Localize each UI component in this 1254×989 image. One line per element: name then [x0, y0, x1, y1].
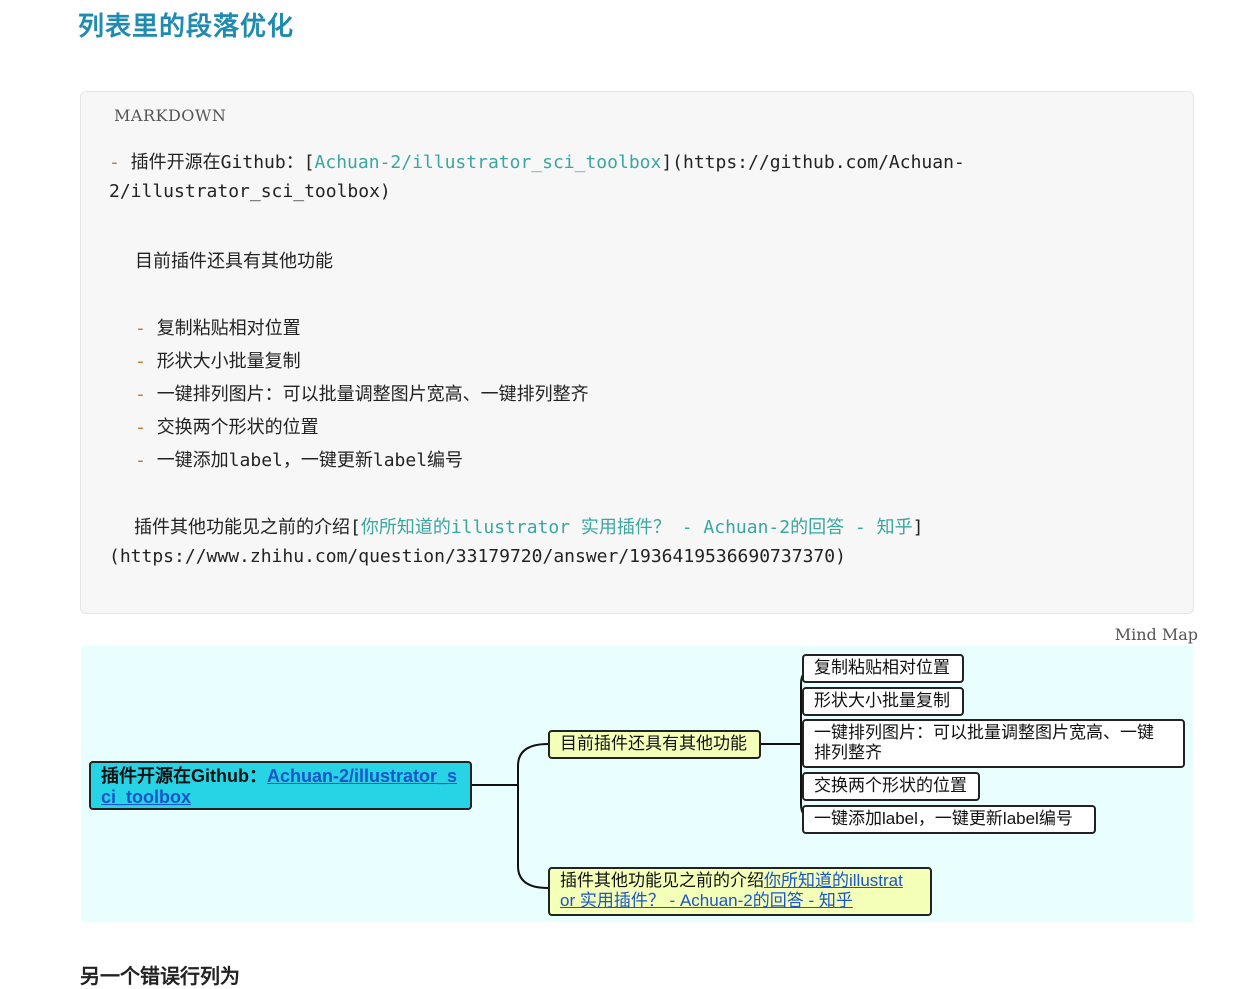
list-item-text: 形状大小批量复制	[156, 351, 301, 372]
list-item-text: 交换两个形状的位置	[156, 417, 319, 438]
mindmap-leaf[interactable]: 形状大小批量复制	[802, 687, 964, 716]
mindmap-branch-features[interactable]: 目前插件还具有其他功能	[548, 730, 761, 759]
leaf-line-1: 一键排列图片：可以批量调整图片宽高、一键	[814, 723, 1154, 742]
next-section-heading: 另一个错误行列为	[80, 964, 240, 988]
branch2-link-line-2: or 实用插件？ - Achuan-2的回答 - 知乎	[560, 891, 853, 910]
code-para-1: 目前插件还具有其他功能	[135, 251, 333, 272]
branch2-link-line-1: 你所知道的illustrat	[764, 871, 903, 890]
mindmap-leaf[interactable]: 复制粘贴相对位置	[802, 654, 964, 683]
code-list-item: - 一键排列图片：可以批量调整图片宽高、一键排列整齐	[135, 380, 589, 406]
branch2-prefix: 插件其他功能见之前的介绍	[560, 871, 764, 890]
root-link-line-1: Achuan-2/illustrator_s	[266, 766, 458, 786]
code-list-item: - 交换两个形状的位置	[135, 413, 319, 439]
code-line-1: - 插件开源在Github：[Achuan-2/illustrator_sci_…	[109, 148, 965, 174]
mindmap-label: Mind Map	[1114, 625, 1198, 644]
page-title: 列表里的段落优化	[78, 12, 295, 42]
code-list-item: - 复制粘贴相对位置	[135, 314, 301, 340]
list-dash: -	[135, 450, 146, 471]
line1-link-text: Achuan-2/illustrator_sci_toolbox	[314, 152, 662, 173]
mindmap-root-node[interactable]: 插件开源在Github：Achuan-2/illustrator_s ci_too…	[89, 761, 472, 810]
line1-prefix: 插件开源在Github：[	[119, 152, 315, 173]
code-block[interactable]: MARKDOWN - 插件开源在Github：[Achuan-2/illustr…	[80, 91, 1194, 614]
list-item-text: 复制粘贴相对位置	[156, 318, 301, 339]
code-line-2: 2/illustrator_sci_toolbox)	[109, 181, 391, 202]
leaf-line-2: 排列整齐	[814, 743, 882, 762]
list-dash: -	[135, 417, 146, 438]
list-item-text: 一键添加label，一键更新label编号	[156, 450, 464, 471]
root-prefix: 插件开源在Github：	[101, 766, 267, 786]
code-para-2-url: (https://www.zhihu.com/question/33179720…	[109, 546, 846, 567]
root-link-line-2: ci_toolbox	[101, 787, 192, 807]
list-dash: -	[135, 351, 146, 372]
code-list-item: - 一键添加label，一键更新label编号	[135, 446, 463, 472]
mindmap[interactable]: 插件开源在Github：Achuan-2/illustrator_s ci_too…	[81, 646, 1193, 922]
root-link[interactable]: Achuan-2/illustrator_s ci_toolbox	[101, 766, 457, 807]
code-language-label: MARKDOWN	[114, 106, 227, 125]
list-dash: -	[135, 384, 146, 405]
list-dash: -	[135, 318, 146, 339]
code-para-2: 插件其他功能见之前的介绍[你所知道的illustrator 实用插件？ - Ac…	[134, 513, 923, 539]
mindmap-leaf[interactable]: 一键排列图片：可以批量调整图片宽高、一键排列整齐	[802, 719, 1185, 768]
list-dash: -	[109, 152, 120, 173]
para2-prefix: 插件其他功能见之前的介绍[	[134, 517, 361, 538]
code-list-item: - 形状大小批量复制	[135, 347, 301, 373]
para2-link-text: 你所知道的illustrator 实用插件？ - Achuan-2的回答 - 知…	[360, 517, 913, 538]
line1-suffix: ](https://github.com/Achuan-	[661, 152, 965, 173]
mindmap-leaf[interactable]: 一键添加label，一键更新label编号	[802, 805, 1096, 834]
list-item-text: 一键排列图片：可以批量调整图片宽高、一键排列整齐	[156, 384, 589, 405]
mindmap-leaf[interactable]: 交换两个形状的位置	[802, 772, 980, 801]
para2-suffix: ]	[912, 517, 924, 538]
